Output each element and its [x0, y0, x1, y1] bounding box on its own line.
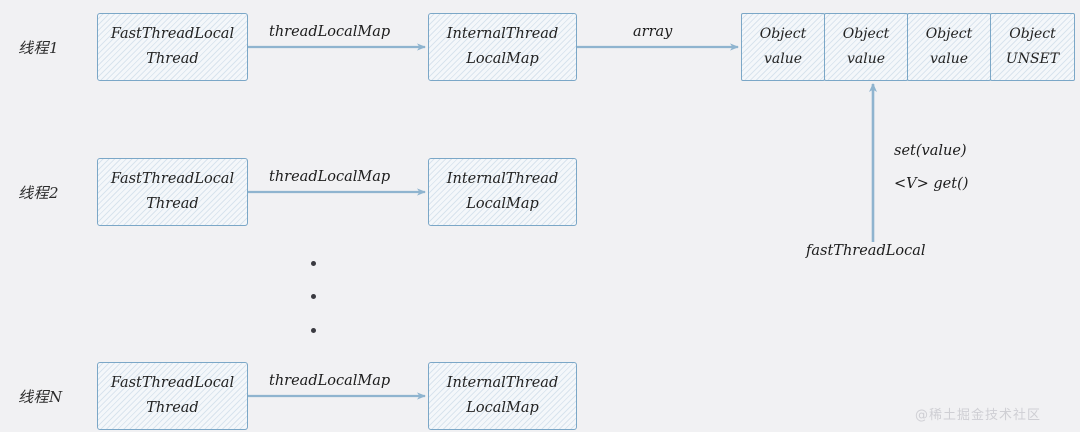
box-line-2: Thread — [146, 196, 199, 212]
box-line-2: Thread — [146, 51, 199, 67]
thread-label-2: 线程2 — [18, 184, 60, 202]
ellipsis-dot-2 — [311, 294, 316, 299]
fastthreadlocalthread-box-3[interactable]: FastThreadLocal Thread — [97, 362, 248, 430]
watermark: @稀土掘金技术社区 — [915, 408, 1042, 423]
array-cell-2[interactable]: Object value — [907, 13, 991, 81]
annotation-get: <V> get() — [894, 176, 969, 192]
cell-line-1: Object — [1009, 25, 1056, 42]
box-line-2: LocalMap — [466, 51, 539, 67]
cell-line-2: value — [929, 51, 969, 67]
ellipsis-dot-1 — [311, 261, 316, 266]
box-line-2: LocalMap — [466, 196, 539, 212]
array-cell-3[interactable]: Object UNSET — [990, 13, 1075, 81]
label-fastthreadlocal: fastThreadLocal — [806, 243, 926, 259]
thread-label-1: 线程1 — [18, 39, 60, 57]
array-cell-1[interactable]: Object value — [824, 13, 908, 81]
cell-line-1: Object — [925, 25, 973, 42]
edge-label-threadlocalmap-2: threadLocalMap — [269, 169, 391, 185]
array-cell-0[interactable]: Object value — [741, 13, 825, 81]
internalthreadlocalmap-box-2[interactable]: InternalThread LocalMap — [428, 158, 577, 226]
fastthreadlocalthread-box-2[interactable]: FastThreadLocal Thread — [97, 158, 248, 226]
internalthreadlocalmap-box-1[interactable]: InternalThread LocalMap — [428, 13, 577, 81]
box-line-1: InternalThread — [446, 374, 559, 391]
box-line-1: InternalThread — [446, 25, 559, 42]
box-line-1: FastThreadLocal — [110, 170, 235, 187]
annotation-set-value: set(value) — [894, 143, 967, 159]
ellipsis-dot-3 — [311, 328, 316, 333]
cell-line-2: value — [763, 51, 803, 67]
edge-label-threadlocalmap-1: threadLocalMap — [269, 24, 391, 40]
box-line-1: InternalThread — [446, 170, 559, 187]
internalthreadlocalmap-box-3[interactable]: InternalThread LocalMap — [428, 362, 577, 430]
box-line-2: Thread — [146, 400, 199, 416]
cell-line-2: UNSET — [1005, 51, 1060, 67]
edge-label-threadlocalmap-3: threadLocalMap — [269, 373, 391, 389]
edge-label-array: array — [633, 24, 673, 40]
box-line-1: FastThreadLocal — [110, 25, 235, 42]
cell-line-1: Object — [759, 25, 807, 42]
box-line-2: LocalMap — [466, 400, 539, 416]
box-line-1: FastThreadLocal — [110, 374, 235, 391]
cell-line-1: Object — [842, 25, 890, 42]
fastthreadlocalthread-box-1[interactable]: FastThreadLocal Thread — [97, 13, 248, 81]
cell-line-2: value — [846, 51, 886, 67]
thread-label-3: 线程N — [18, 388, 63, 406]
